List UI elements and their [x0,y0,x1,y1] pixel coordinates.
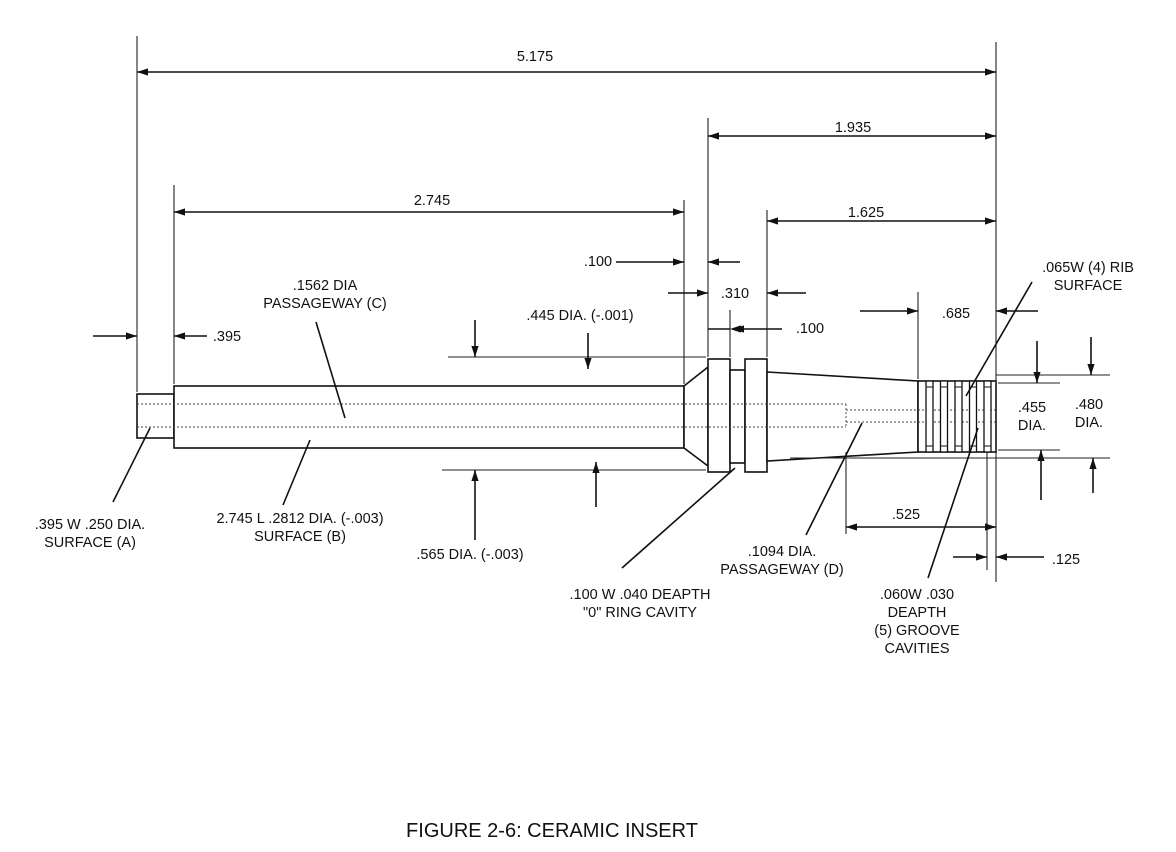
dim-310-label: .310 [721,286,749,302]
dia-565-label: .565 DIA. (-.003) [416,547,523,563]
dim-line-525-arrow [985,523,996,531]
dim-line-100-top-left-arrow [673,258,684,266]
dim-line-480-bottom-arrow [1089,458,1097,469]
leader-passage-c [315,321,346,419]
dim-480-unit: DIA. [1075,415,1103,431]
dim-line-525-arrow [846,523,857,531]
dim-455-unit: DIA. [1018,418,1046,434]
dim-line-310-right-arrow [767,289,778,297]
groove-cavity [983,380,992,453]
dim-line-125-right-arrow [996,553,1007,561]
dim-line-125-left-arrow [976,553,987,561]
dim-line-310-left-arrow [697,289,708,297]
dim-line-685-right-arrow [996,307,1007,315]
flange-two [744,358,768,473]
dim-1625-label: 1.625 [848,205,884,221]
surface-b-line1: 2.745 L .2812 DIA. (-.003) [216,511,383,527]
dimension-lines [93,68,1097,561]
dim-455-label: .455 [1018,400,1046,416]
leader-surface-b [282,439,311,506]
dim-395-label: .395 [213,329,241,345]
flange-one [707,358,731,473]
passage-c-line2: PASSAGEWAY (C) [263,296,387,312]
rib-line1: .065W (4) RIB [1042,260,1134,276]
taper-cone [683,365,709,468]
dim-100-mid-label: .100 [796,321,824,337]
dim-line-455-top-arrow [1033,372,1041,383]
rib-line2: SURFACE [1054,278,1123,294]
dim-line-455-bottom-arrow [1037,450,1045,461]
dim-line-1625-arrow [767,217,778,225]
passage-c-line1: .1562 DIA [293,278,358,294]
groove-cavity [954,380,963,453]
dim-685-label: .685 [942,306,970,322]
dim-line-1935-arrow [708,132,719,140]
surface-a-line2: SURFACE (A) [44,535,136,551]
o-ring-neck [729,369,746,464]
dim-525-label: .525 [892,507,920,523]
figure-caption: FIGURE 2-6: CERAMIC INSERT [406,820,698,842]
groove-cavity [939,380,949,453]
groove-line4: CAVITIES [885,641,950,657]
o-ring-line1: .100 W .040 DEAPTH [569,587,710,603]
groove-cavities [925,380,992,453]
dim-line-2745-arrow [673,208,684,216]
dim-line-5175-arrow [985,68,996,76]
groove-cavity [968,380,978,453]
extension-lines [136,36,1110,582]
groove-line1: .060W .030 [880,587,954,603]
labels: 5.175 1.935 2.745 1.625 .100 .310 .100 .… [35,49,1134,842]
dim-5175-label: 5.175 [517,49,553,65]
dim-line-480-top-arrow [1087,364,1095,375]
dim-line-1935-arrow [985,132,996,140]
dim-line-445-outer-arrow [471,346,479,357]
dim-line-565-outer-arrow [471,470,479,481]
leader-lines [112,281,1033,579]
dim-line-445-inner-arrow [584,358,592,369]
dim-line-565-inner-arrow [592,462,600,473]
dim-2745-label: 2.745 [414,193,450,209]
groove-cavity [925,380,934,453]
dim-line-5175-arrow [137,68,148,76]
leader-o-ring [621,467,736,569]
dim-line-395-right-arrow [174,332,185,340]
tapered-section [766,371,919,462]
dim-480-label: .480 [1075,397,1103,413]
surface-a-line1: .395 W .250 DIA. [35,517,145,533]
dia-445-label: .445 DIA. (-.001) [526,308,633,324]
leader-groove [927,427,979,579]
dim-line-100-mid-b-arrow [733,325,744,333]
surface-b-body [173,385,685,449]
dim-1935-label: 1.935 [835,120,871,136]
passage-d-line2: PASSAGEWAY (D) [720,562,844,578]
groove-line2: DEAPTH [888,605,947,621]
dim-line-2745-arrow [174,208,185,216]
dim-100-top-label: .100 [584,254,612,270]
surface-a-stub [136,393,175,439]
dim-125-label: .125 [1052,552,1080,568]
groove-line3: (5) GROOVE [874,623,960,639]
dim-line-1625-arrow [985,217,996,225]
leader-surface-a [112,427,151,503]
o-ring-line2: "0" RING CAVITY [583,605,697,621]
dim-line-685-left-arrow [907,307,918,315]
surface-b-line2: SURFACE (B) [254,529,346,545]
leader-rib [965,281,1033,397]
dim-line-395-left-arrow [126,332,137,340]
part-outline [136,358,997,473]
leader-passage-d [805,422,863,536]
dim-line-100-top-right-arrow [708,258,719,266]
passage-d-line1: .1094 DIA. [748,544,817,560]
